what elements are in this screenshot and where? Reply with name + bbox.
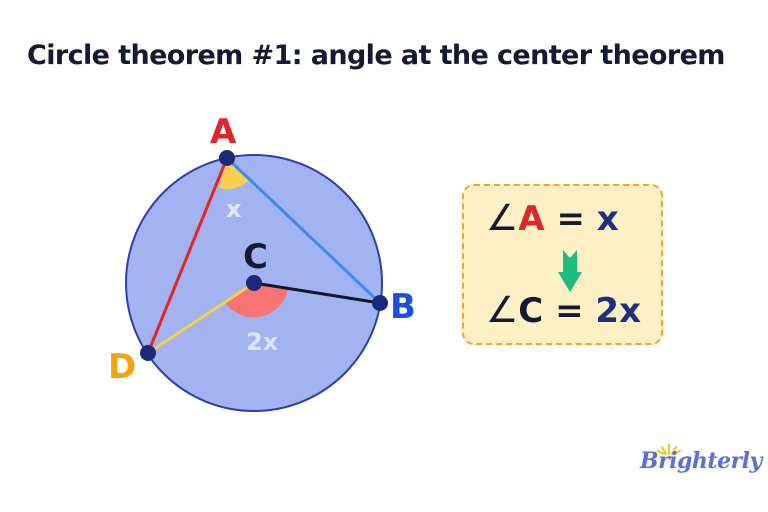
vertex-c: C <box>518 291 544 331</box>
vertex-a: A <box>518 199 545 239</box>
segment-ad <box>146 157 229 354</box>
point-b <box>372 295 388 311</box>
brand-logo: Brighterly <box>640 448 762 474</box>
point-a <box>219 150 235 166</box>
segment-ab <box>225 156 382 305</box>
sun-icon <box>657 444 681 455</box>
equals-sign: = <box>544 199 597 239</box>
point-d <box>140 345 156 361</box>
page-title: Circle theorem #1: angle at the center t… <box>27 40 725 71</box>
angle-symbol: ∠ <box>486 198 519 239</box>
label-c: C <box>243 237 268 277</box>
value-2x: 2x <box>595 291 641 331</box>
label-b: B <box>390 287 416 327</box>
label-a: A <box>210 112 237 152</box>
label-d: D <box>108 347 136 387</box>
equation-angle-a: ∠A = x <box>486 198 619 239</box>
angle-symbol: ∠ <box>486 290 519 331</box>
segment-cd <box>147 281 255 355</box>
equation-box: ∠A = x ∠C = 2x <box>462 184 663 345</box>
value-x: x <box>596 199 619 239</box>
label-angle-x: x <box>226 195 242 223</box>
point-c <box>246 275 262 291</box>
equals-sign: = <box>543 291 596 331</box>
label-angle-2x: 2x <box>246 328 279 356</box>
equation-angle-c: ∠C = 2x <box>486 290 641 331</box>
segment-cb <box>253 281 381 305</box>
arrow-down-icon <box>558 250 582 292</box>
